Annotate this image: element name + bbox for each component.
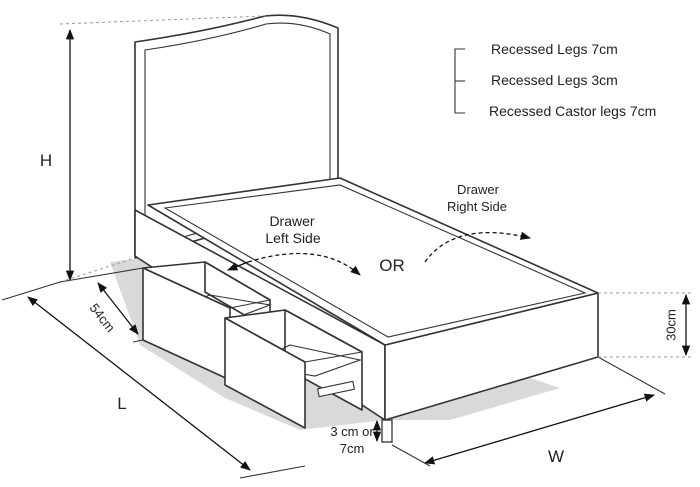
length-label: L — [117, 394, 126, 413]
legend-item-castor-7cm: Recessed Castor legs 7cm — [489, 103, 656, 119]
recessed-leg — [381, 419, 393, 443]
drawer-left-pointer — [227, 261, 249, 271]
leg-height-label-1: 3 cm or — [330, 424, 374, 439]
width-dimension-line — [424, 393, 655, 465]
length-guide-2 — [239, 465, 306, 479]
depth-label: 54cm — [87, 301, 118, 335]
depth-guide-1 — [59, 267, 144, 283]
length-guide-1 — [1, 281, 61, 301]
length-dimension-line — [27, 296, 251, 471]
base-height-label: 30cm — [663, 309, 678, 341]
label-drawer-left-2: Left Side — [265, 230, 320, 246]
drawer-left-arrow — [247, 252, 361, 276]
drawer-right-arrow — [424, 231, 532, 263]
drawer-runner — [316, 380, 356, 398]
height-guide-dashed — [59, 15, 266, 25]
legend-item-legs-7cm: Recessed Legs 7cm — [491, 41, 618, 57]
legend-item-legs-3cm: Recessed Legs 3cm — [491, 72, 618, 88]
mattress-top-inner — [163, 184, 587, 338]
leg-height-label-2: 7cm — [340, 441, 365, 456]
width-label: W — [548, 447, 564, 466]
label-drawer-right-1: Drawer — [457, 182, 500, 197]
width-guide-1 — [391, 444, 431, 467]
label-drawer-left-1: Drawer — [269, 213, 314, 229]
headboard-inner-panel — [144, 22, 331, 249]
height-label: H — [40, 151, 52, 170]
label-drawer-right-2: Right Side — [447, 199, 507, 214]
label-or: OR — [379, 256, 405, 275]
width-guide-2 — [597, 356, 666, 395]
legend: Recessed Legs 7cm Recessed Legs 3cm Rece… — [454, 41, 656, 119]
